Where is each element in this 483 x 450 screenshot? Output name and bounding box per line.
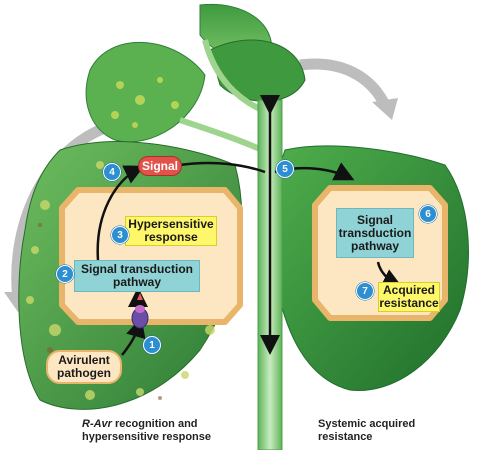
hypersensitive-response-box: Hypersensitive response bbox=[125, 216, 217, 246]
caption-right: Systemic acquired resistance bbox=[318, 418, 458, 444]
signal-transduction-left-label: Signal transduction pathway bbox=[80, 262, 193, 289]
caption-right-line2: resistance bbox=[318, 431, 373, 443]
receptor-protein bbox=[131, 293, 149, 329]
step-badge-6: 6 bbox=[419, 205, 437, 223]
step-badge-4: 4 bbox=[103, 163, 121, 181]
top-leaf-left bbox=[85, 41, 206, 143]
grey-arrow-right-head bbox=[372, 98, 398, 120]
step-badge-2: 2 bbox=[56, 265, 74, 283]
arrow-signal-to-stem bbox=[179, 161, 266, 174]
caption-left: R-Avr recognition and hypersensitive res… bbox=[82, 418, 252, 444]
step-badge-1: 1 bbox=[143, 336, 161, 354]
step-badge-7: 7 bbox=[356, 282, 374, 300]
top-leaf-right bbox=[209, 39, 306, 102]
arrow-transduction-to-signal bbox=[96, 165, 145, 261]
avirulent-pathogen-label: Avirulent pathogen bbox=[57, 353, 111, 380]
step-badge-5: 5 bbox=[276, 160, 294, 178]
signal-transduction-left-box: Signal transduction pathway bbox=[74, 260, 200, 292]
signal-label: Signal bbox=[141, 158, 178, 173]
signal-transduction-right-box: Signal transduction pathway bbox=[336, 208, 414, 258]
grey-arrow-right bbox=[299, 58, 390, 108]
caption-right-line1: Systemic acquired bbox=[318, 418, 416, 430]
avirulent-pathogen-box: Avirulent pathogen bbox=[46, 350, 122, 384]
signal-transduction-right-label: Signal transduction pathway bbox=[338, 212, 412, 253]
left-cell bbox=[59, 187, 243, 325]
acquired-resistance-label: Acquired resistance bbox=[379, 283, 439, 310]
caption-left-line2: hypersensitive response bbox=[82, 431, 212, 443]
acquired-resistance-box: Acquired resistance bbox=[378, 282, 440, 312]
caption-left-rest: recognition and bbox=[111, 418, 198, 430]
caption-left-italic: R-Avr bbox=[82, 418, 112, 430]
signal-box: Signal bbox=[138, 156, 182, 176]
step-badge-3: 3 bbox=[111, 226, 129, 244]
hypersensitive-response-label: Hypersensitive response bbox=[128, 217, 214, 244]
